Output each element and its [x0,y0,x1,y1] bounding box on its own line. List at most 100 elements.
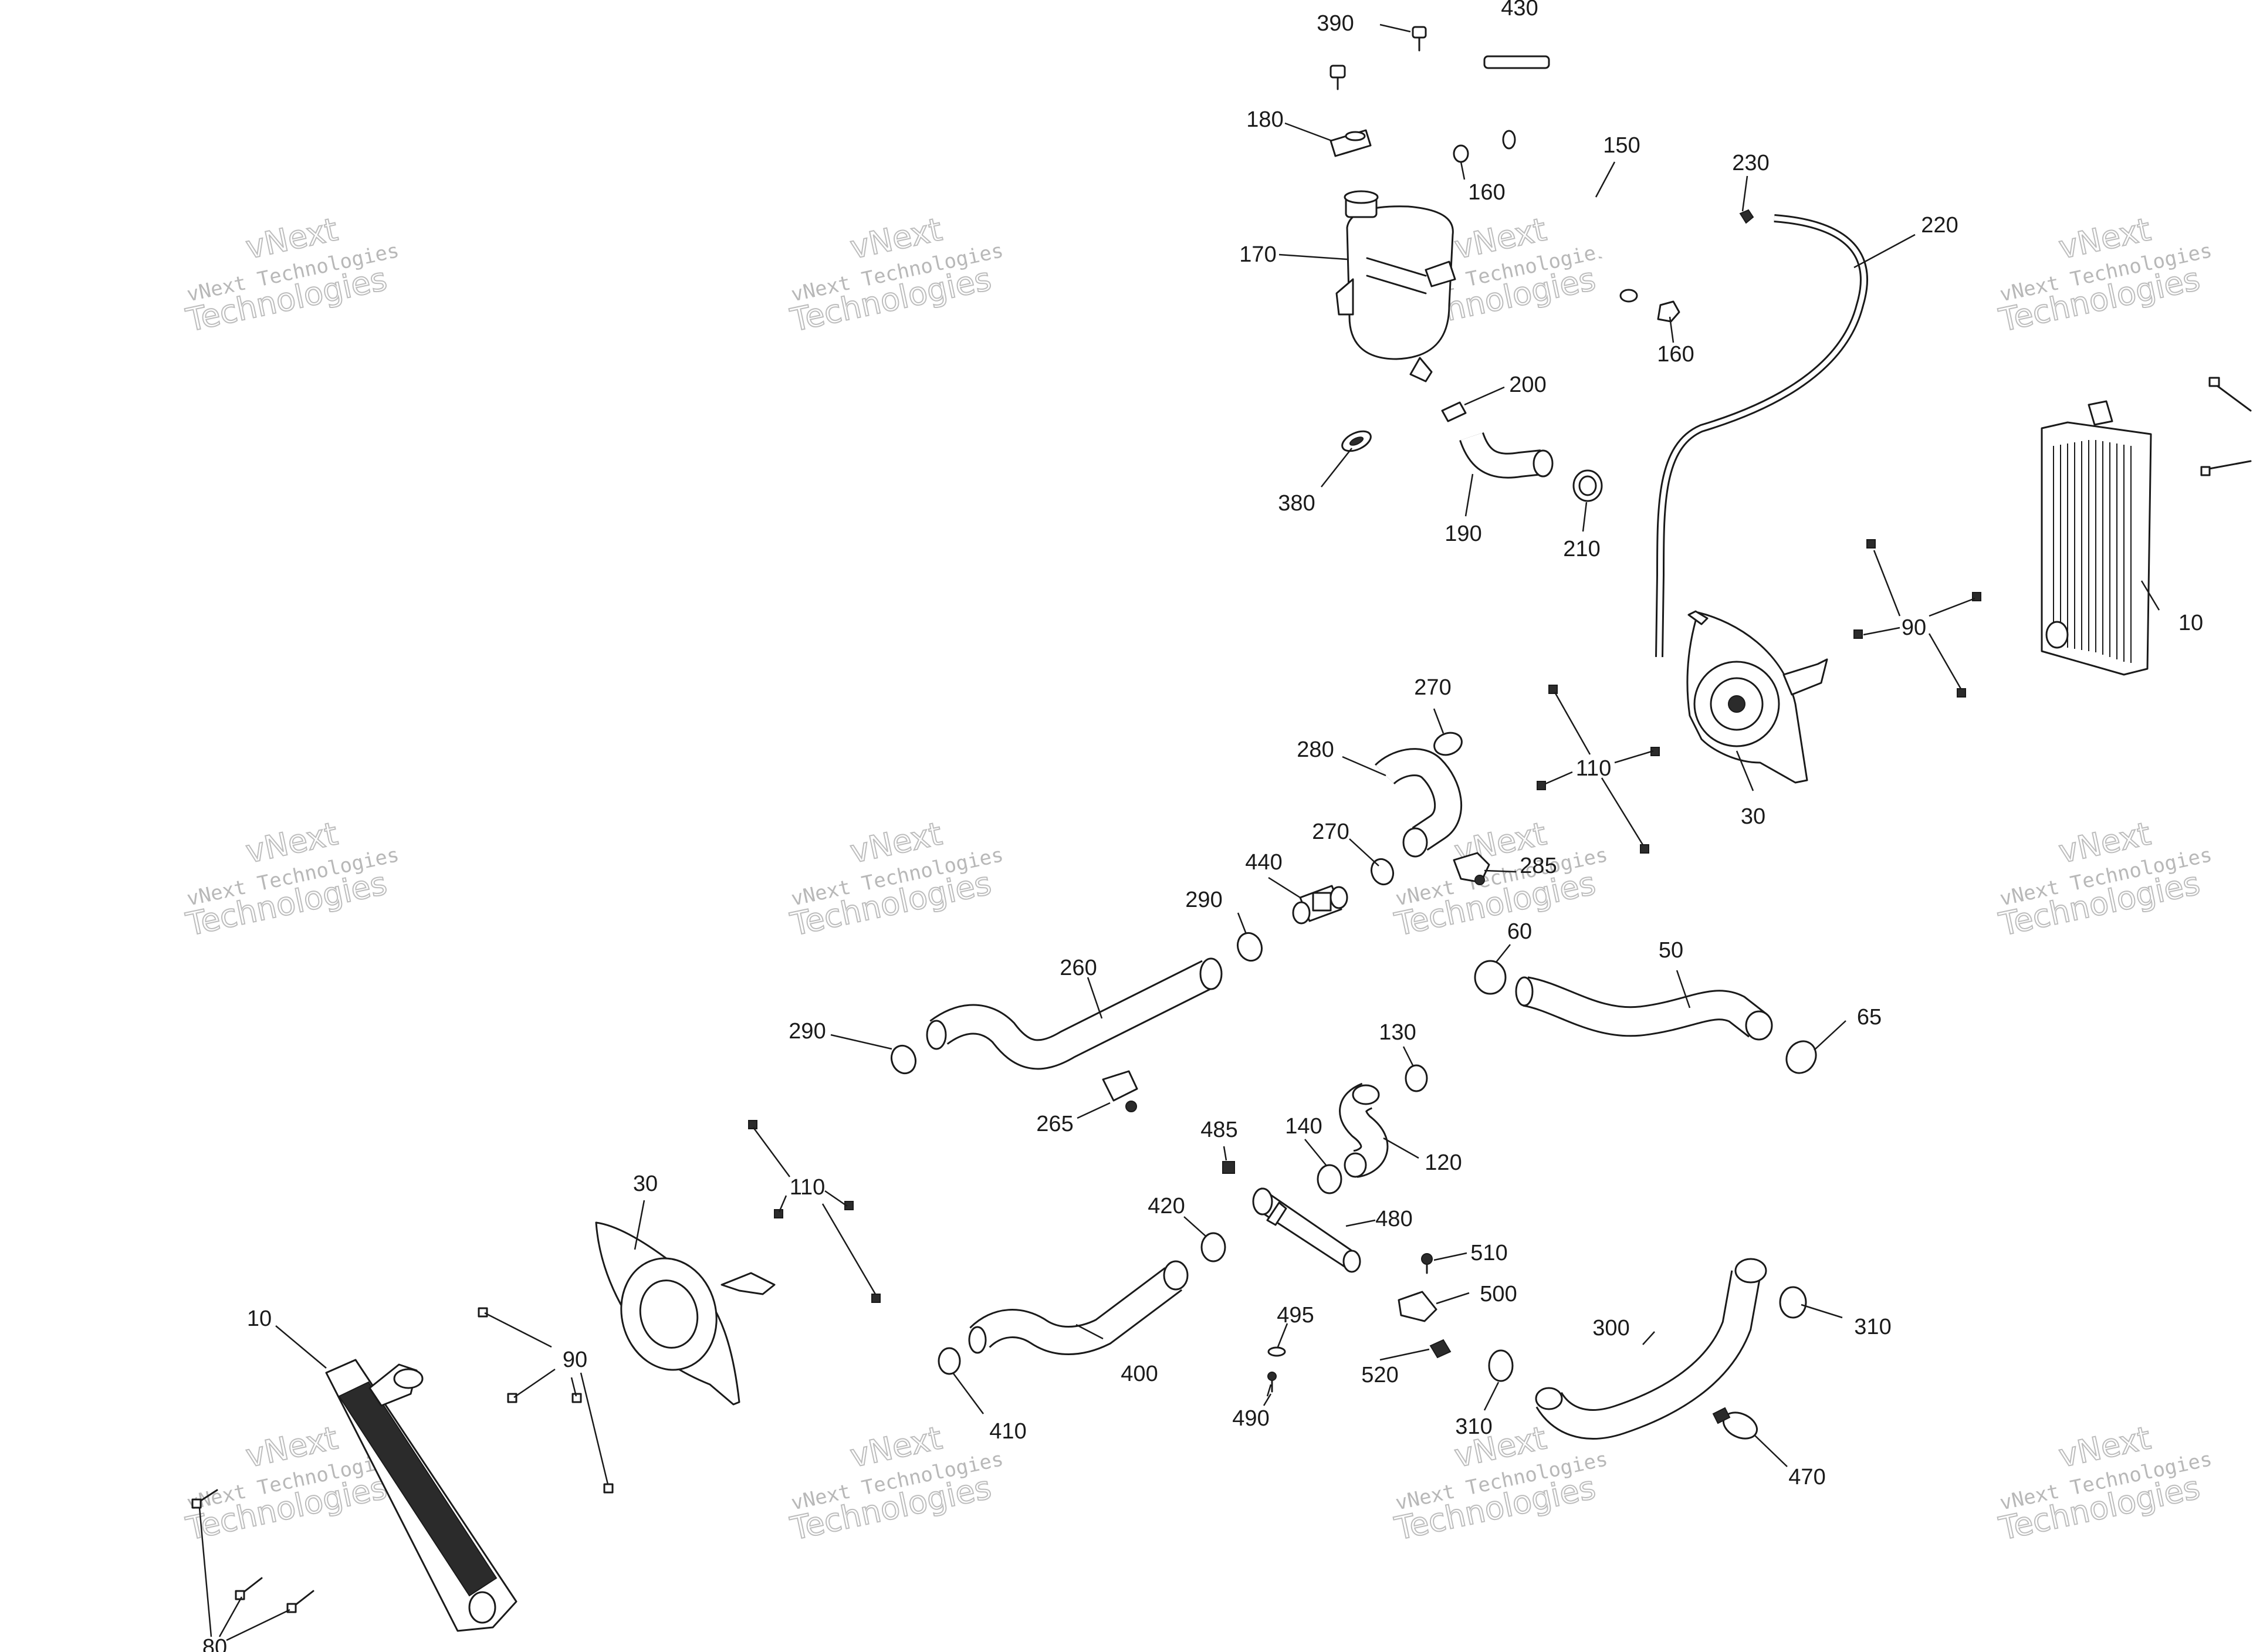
callout-60: 60 [1507,919,1532,944]
part-130-clamp [1405,1064,1428,1092]
callout-510: 510 [1470,1241,1507,1265]
callout-210: 210 [1563,537,1600,561]
callout-180: 180 [1246,107,1283,132]
callout-420: 420 [1148,1194,1185,1218]
part-290-clamp-upper [1236,932,1263,962]
callout-190: 190 [1445,522,1481,546]
callout-160b: 160 [1657,342,1694,367]
part-180-cap [1330,129,1372,157]
part-120-hose [1339,1082,1389,1178]
callout-485: 485 [1200,1118,1237,1142]
callout-410: 410 [989,1419,1026,1444]
part-50-hose [1515,976,1773,1041]
callout-labels: 390 430 180 160 150 230 220 170 160 200 … [202,0,2203,1652]
part-470-clamp [1712,1407,1758,1440]
parts-drawing [191,26,2252,1632]
callout-440: 440 [1245,850,1282,875]
part-410-clamp [938,1347,961,1375]
callout-390: 390 [1317,11,1354,36]
callout-30-left: 30 [633,1172,658,1196]
callout-10-right: 10 [2178,611,2203,635]
part-160-clamp-bottom [1657,300,1680,323]
part-310-clamp-right [1779,1286,1807,1319]
part-495-washer [1267,1346,1286,1357]
part-60-clamp [1474,960,1507,995]
part-280-hose [1375,748,1463,858]
part-300-hose [1535,1258,1767,1440]
part-170-expansion-tank [1335,190,1456,382]
part-380-grommet [1341,430,1372,452]
callout-50: 50 [1659,938,1683,963]
callout-495: 495 [1277,1303,1314,1328]
part-510-screw [1421,1253,1433,1274]
part-30-fan-right [1686,610,1828,784]
callout-260: 260 [1060,956,1097,980]
callout-220: 220 [1921,213,1958,238]
callout-285: 285 [1520,854,1557,878]
part-160-clamp-top [1453,144,1469,163]
callout-470: 470 [1788,1465,1825,1489]
callout-300: 300 [1592,1316,1629,1340]
callout-280: 280 [1297,737,1334,762]
part-210-clamp [1572,469,1603,502]
part-400-hose [968,1260,1189,1355]
callout-430: 430 [1501,0,1538,21]
part-270-clamp-upper [1433,732,1463,756]
part-420-clamp [1200,1232,1226,1262]
part-190-elbow [1459,432,1554,479]
callout-265: 265 [1036,1112,1073,1136]
part-520-clip [1429,1339,1452,1359]
part-260-hose [926,957,1223,1070]
part-110-bolts-left [748,1120,881,1303]
callout-110-left: 110 [790,1175,826,1200]
callout-140: 140 [1285,1114,1322,1139]
part-490-bolt [1267,1372,1277,1393]
callout-310-left: 310 [1455,1414,1492,1439]
part-285-clip [1453,852,1490,885]
part-230-fitting [1739,209,1754,224]
part-bolts-right-edge [2200,377,2252,476]
part-30-fan-left [595,1221,776,1406]
callout-480: 480 [1375,1207,1412,1231]
callout-500: 500 [1480,1282,1517,1306]
part-270-clamp-lower [1370,858,1395,886]
callout-520: 520 [1361,1363,1398,1387]
part-390-clips [1330,26,1427,90]
part-10-radiator-left [325,1359,517,1632]
callout-270b: 270 [1312,820,1349,844]
part-200-clamp [1441,401,1467,422]
part-140-clamp [1317,1164,1342,1194]
callout-30-right: 30 [1741,804,1765,829]
part-310-clamp-left [1488,1349,1514,1382]
part-150-hose [1502,130,1669,303]
callout-230: 230 [1732,151,1769,175]
part-440-tee [1292,885,1348,925]
callout-310-right: 310 [1854,1315,1891,1339]
part-430-sleeve [1483,55,1550,69]
part-290-clamp-lower [890,1044,917,1075]
part-480-pipe [1252,1187,1361,1273]
callout-10-left: 10 [247,1306,272,1331]
callout-170: 170 [1239,242,1276,267]
part-10-radiator-right [2041,400,2152,676]
callout-380: 380 [1278,491,1315,516]
callout-120: 120 [1425,1150,1462,1175]
callout-290b: 290 [789,1019,826,1044]
callout-490: 490 [1232,1406,1269,1431]
part-90-bolts-left [478,1307,614,1494]
callout-90-left: 90 [563,1348,587,1372]
part-500-bracket [1398,1291,1437,1322]
part-485-fitting [1222,1161,1235,1174]
callout-65: 65 [1857,1005,1882,1030]
callout-200: 200 [1509,373,1546,397]
